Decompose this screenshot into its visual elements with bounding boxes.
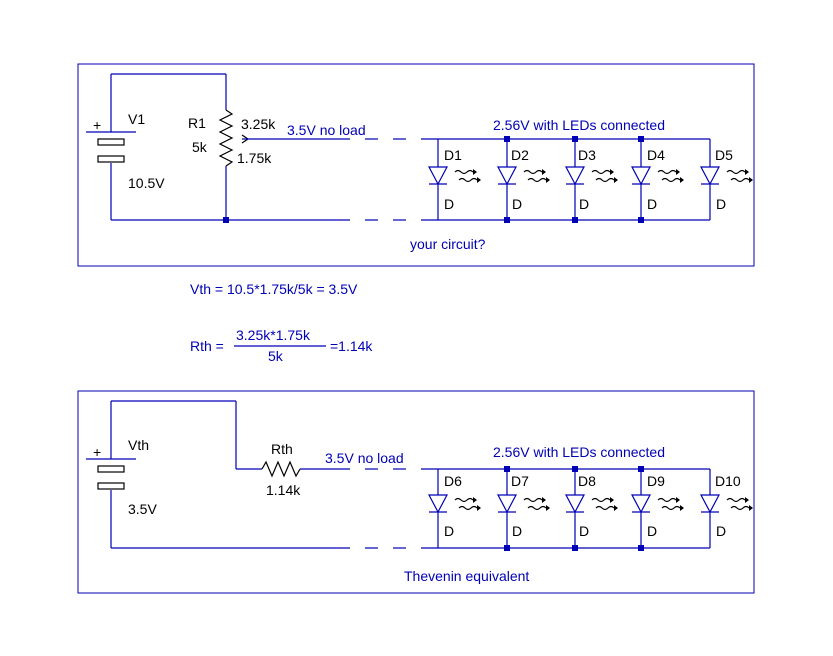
diode-d10-type: D	[716, 523, 726, 539]
rth-value: 1.14k	[266, 482, 301, 498]
top-circuit: + V1 10.5V R1 5k 3.25k 1.75k 3.5V no loa…	[77, 63, 755, 267]
diode-d10-name: D10	[715, 473, 741, 489]
diode-d1-type: D	[444, 196, 454, 212]
bottom-circuit: + Vth 3.5V Rth 1.14k 3.5V no load 2.56V …	[77, 390, 755, 594]
potentiometer-r1	[218, 109, 234, 167]
diode-d7-name: D7	[511, 473, 529, 489]
v1-value: 10.5V	[128, 175, 165, 191]
rth-result: =1.14k	[330, 338, 373, 354]
diode-d2-name: D2	[511, 147, 529, 163]
diode-d4-type: D	[647, 196, 657, 212]
diode-d2-type: D	[512, 196, 522, 212]
diode-d3-name: D3	[578, 147, 596, 163]
top-diode-array	[428, 136, 754, 223]
v1-label: V1	[128, 111, 145, 127]
vth-equation: Vth = 10.5*1.75k/5k = 3.5V	[190, 281, 358, 297]
svg-text:+: +	[93, 444, 101, 460]
top-no-load-label: 3.5V no load	[287, 122, 366, 138]
battery-vth: +	[86, 401, 136, 548]
r1-value: 5k	[192, 139, 208, 155]
diode-d6-type: D	[444, 523, 454, 539]
r1-label: R1	[188, 115, 206, 131]
bottom-diode-array	[428, 466, 754, 551]
equations: Vth = 10.5*1.75k/5k = 3.5V Rth = 3.25k*1…	[190, 281, 373, 364]
battery-v1: +	[86, 74, 136, 220]
diode-d6-name: D6	[444, 473, 462, 489]
diode-d9-type: D	[647, 523, 657, 539]
rth-label: Rth	[271, 441, 293, 457]
diode-d1-name: D1	[444, 147, 462, 163]
svg-text:+: +	[93, 117, 101, 133]
bottom-frame	[77, 390, 755, 594]
top-frame	[77, 63, 755, 267]
r1-lower-value: 1.75k	[237, 150, 272, 166]
diode-d8-name: D8	[578, 473, 596, 489]
rth-numerator: 3.25k*1.75k	[236, 327, 311, 343]
bottom-caption: Thevenin equivalent	[404, 568, 529, 584]
resistor-rth	[261, 460, 301, 478]
rth-denominator: 5k	[268, 348, 284, 364]
diode-d5-name: D5	[715, 147, 733, 163]
top-caption: your circuit?	[410, 236, 486, 252]
diode-d4-name: D4	[647, 147, 665, 163]
top-led-label: 2.56V with LEDs connected	[493, 117, 665, 133]
diode-d3-type: D	[579, 196, 589, 212]
vth-label: Vth	[128, 437, 149, 453]
r1-upper-value: 3.25k	[241, 116, 276, 132]
vth-value: 3.5V	[128, 501, 157, 517]
rth-lhs: Rth =	[190, 338, 224, 354]
bottom-no-load-label: 3.5V no load	[325, 450, 404, 466]
diode-d7-type: D	[512, 523, 522, 539]
diode-d5-type: D	[716, 196, 726, 212]
bottom-led-label: 2.56V with LEDs connected	[493, 444, 665, 460]
diode-d9-name: D9	[647, 473, 665, 489]
diode-d8-type: D	[579, 523, 589, 539]
